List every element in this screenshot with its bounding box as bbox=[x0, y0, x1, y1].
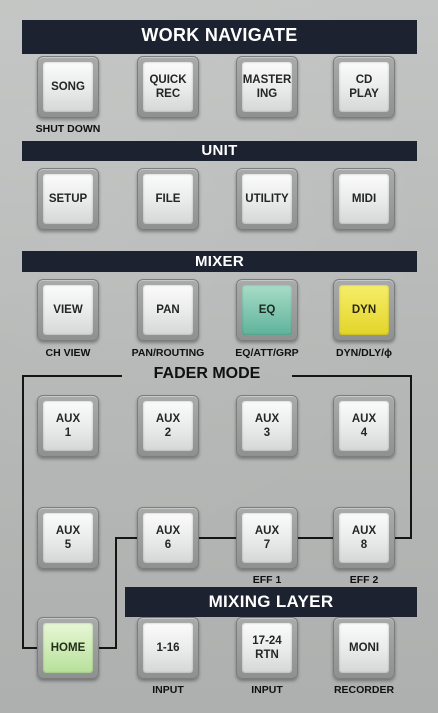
aux5-label: AUX 5 bbox=[43, 513, 93, 563]
home-vertical-link bbox=[115, 537, 117, 649]
pan-routing-label: PAN/ROUTING bbox=[131, 347, 205, 359]
work-navigate-header: WORK NAVIGATE bbox=[22, 20, 417, 54]
aux4-label: AUX 4 bbox=[339, 401, 389, 451]
fader-mode-title: FADER MODE bbox=[153, 365, 261, 382]
shut-down-label: SHUT DOWN bbox=[35, 123, 101, 135]
aux6-aux7-link bbox=[199, 537, 236, 539]
pan-button[interactable]: PAN bbox=[137, 279, 199, 341]
ch-view-label: CH VIEW bbox=[45, 347, 91, 359]
recorder-label: RECORDER bbox=[333, 684, 395, 696]
fader-frame-right bbox=[410, 375, 412, 539]
input-1-16-label: INPUT bbox=[152, 684, 184, 696]
view-label: VIEW bbox=[43, 285, 93, 335]
unit-header: UNIT bbox=[22, 141, 417, 161]
aux3-label: AUX 3 bbox=[242, 401, 292, 451]
eff2-label: EFF 2 bbox=[349, 574, 379, 586]
aux4-button[interactable]: AUX 4 bbox=[333, 395, 395, 457]
midi-label: MIDI bbox=[339, 174, 389, 224]
unit-title: UNIT bbox=[201, 142, 238, 159]
eq-att-grp-label: EQ/ATT/GRP bbox=[235, 347, 299, 359]
quick-rec-label: QUICK REC bbox=[143, 62, 193, 112]
home-button[interactable]: HOME bbox=[37, 617, 99, 679]
dyn-dly-phase-label: DYN/DLY/ϕ bbox=[336, 347, 392, 359]
work-navigate-title: WORK NAVIGATE bbox=[141, 25, 298, 45]
setup-label: SETUP bbox=[43, 174, 93, 224]
aux1-label: AUX 1 bbox=[43, 401, 93, 451]
view-button[interactable]: VIEW bbox=[37, 279, 99, 341]
mixer-title: MIXER bbox=[194, 253, 244, 270]
fader-frame-bottom-left bbox=[22, 647, 38, 649]
eq-button[interactable]: EQ bbox=[236, 279, 298, 341]
aux7-aux8-link bbox=[298, 537, 333, 539]
aux3-button[interactable]: AUX 3 bbox=[236, 395, 298, 457]
home-label: HOME bbox=[43, 623, 93, 673]
aux2-button[interactable]: AUX 2 bbox=[137, 395, 199, 457]
utility-label: UTILITY bbox=[242, 174, 292, 224]
midi-button[interactable]: MIDI bbox=[333, 168, 395, 230]
file-button[interactable]: FILE bbox=[137, 168, 199, 230]
aux8-link bbox=[395, 537, 412, 539]
eq-label: EQ bbox=[242, 285, 292, 335]
file-label: FILE bbox=[143, 174, 193, 224]
input-17-24-label: INPUT bbox=[251, 684, 283, 696]
dyn-button[interactable]: DYN bbox=[333, 279, 395, 341]
mixer-header: MIXER bbox=[22, 251, 417, 272]
mastering-button[interactable]: MASTER ING bbox=[236, 56, 298, 118]
moni-button[interactable]: MONI bbox=[333, 617, 395, 679]
dyn-label: DYN bbox=[339, 285, 389, 335]
aux6-left-link bbox=[115, 537, 137, 539]
aux8-label: AUX 8 bbox=[339, 513, 389, 563]
ch1-16-button[interactable]: 1-16 bbox=[137, 617, 199, 679]
ch1-16-label: 1-16 bbox=[143, 623, 193, 673]
fader-frame-left bbox=[22, 375, 24, 649]
home-right-link bbox=[99, 647, 117, 649]
aux2-label: AUX 2 bbox=[143, 401, 193, 451]
aux5-button[interactable]: AUX 5 bbox=[37, 507, 99, 569]
mixing-layer-header: MIXING LAYER bbox=[125, 587, 417, 617]
mastering-label: MASTER ING bbox=[242, 62, 292, 112]
eff1-label: EFF 1 bbox=[252, 574, 282, 586]
song-button[interactable]: SONG bbox=[37, 56, 99, 118]
quick-rec-button[interactable]: QUICK REC bbox=[137, 56, 199, 118]
aux6-label: AUX 6 bbox=[143, 513, 193, 563]
pan-label: PAN bbox=[143, 285, 193, 335]
aux7-label: AUX 7 bbox=[242, 513, 292, 563]
ch17-24-rtn-button[interactable]: 17-24 RTN bbox=[236, 617, 298, 679]
mixing-layer-title: MIXING LAYER bbox=[208, 592, 334, 611]
utility-button[interactable]: UTILITY bbox=[236, 168, 298, 230]
moni-label: MONI bbox=[339, 623, 389, 673]
song-label: SONG bbox=[43, 62, 93, 112]
aux1-button[interactable]: AUX 1 bbox=[37, 395, 99, 457]
aux7-button[interactable]: AUX 7 bbox=[236, 507, 298, 569]
fader-frame-top-left bbox=[22, 375, 122, 377]
cd-play-label: CD PLAY bbox=[339, 62, 389, 112]
fader-frame-top-right bbox=[292, 375, 412, 377]
aux8-button[interactable]: AUX 8 bbox=[333, 507, 395, 569]
cd-play-button[interactable]: CD PLAY bbox=[333, 56, 395, 118]
setup-button[interactable]: SETUP bbox=[37, 168, 99, 230]
aux6-button[interactable]: AUX 6 bbox=[137, 507, 199, 569]
ch17-24-rtn-label: 17-24 RTN bbox=[242, 623, 292, 673]
